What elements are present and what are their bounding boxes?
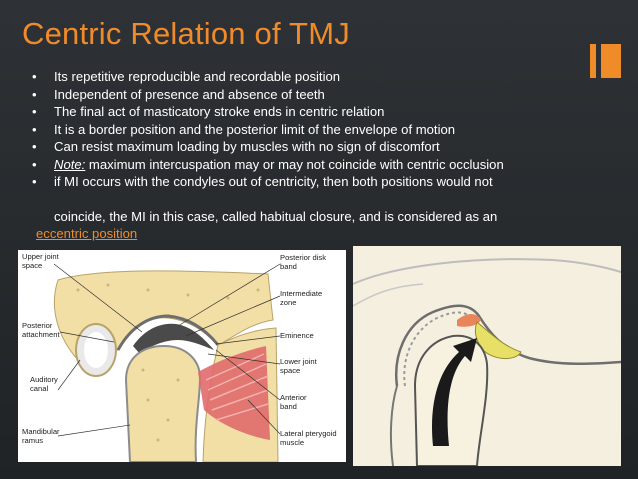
label-eminence: Eminence — [280, 331, 314, 340]
bullet-dot: • — [32, 69, 37, 84]
bullet-dot: • — [32, 174, 37, 189]
bullet-dot: • — [32, 104, 37, 119]
bullet-item: •The final act of masticatory stroke end… — [32, 104, 385, 119]
bullet-dot: • — [32, 156, 37, 172]
bullet-continuation: coincide, the MI in this case, called ha… — [54, 209, 498, 224]
note-text: maximum intercuspation may or may not co… — [85, 156, 504, 172]
eccentric-position-link[interactable]: eccentric position — [36, 226, 138, 241]
bullet-item-note: • Note: maximum intercuspation may or may… — [32, 156, 632, 174]
bullet-dot: • — [32, 139, 37, 154]
tmj-anatomy-svg — [18, 250, 346, 463]
condyle-seating-svg — [352, 246, 622, 467]
slide-title: Centric Relation of TMJ — [22, 16, 350, 51]
accent-bar-thick — [601, 44, 621, 78]
bullet-item-mi: •if MI occurs with the condyles out of c… — [32, 174, 493, 189]
bullet-dot: • — [32, 121, 37, 137]
condyle-seating-illustration — [352, 246, 622, 467]
note-label: Note: — [54, 156, 86, 172]
bullet-item: •It is a border position and the posteri… — [32, 121, 456, 137]
bullet-item: •Independent of presence and absence of … — [32, 86, 325, 102]
accent-bar-thin — [590, 44, 596, 78]
bullet-list: •Its repetitive reproducible and recorda… — [32, 68, 632, 191]
bullet-item: •Its repetitive reproducible and recorda… — [32, 69, 341, 84]
bullet-dot: • — [32, 86, 37, 102]
bullet-item: •Can resist maximum loading by muscles w… — [32, 139, 440, 154]
